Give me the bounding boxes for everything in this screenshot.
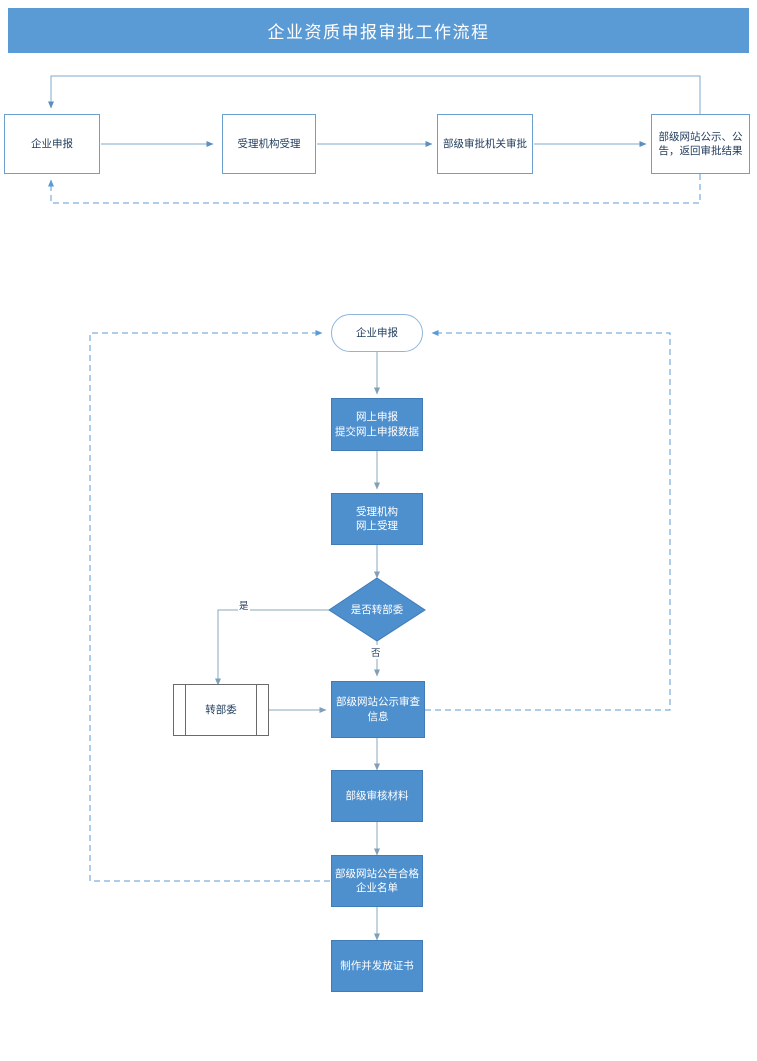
top-node-qiye-shenbao-label: 企业申报 — [31, 137, 73, 150]
top-node-shouli-jigou-shouli[interactable]: 受理机构受理 — [222, 114, 316, 174]
detail-node-zhuan-buwei-label: 转部委 — [205, 703, 237, 716]
detail-node-shouli-wangshang-line1: 受理机构 — [356, 505, 398, 518]
edge-gonggao-feedback-to-start — [89, 330, 330, 882]
edge-decision-yes-to-zhuanbuwei — [215, 609, 331, 686]
detail-node-buji-gongshi-shencha[interactable]: 部级网站公示审查 信息 — [331, 681, 425, 738]
detail-node-zhuan-buwei[interactable]: 转部委 — [173, 684, 269, 736]
top-node-buji-gongshi[interactable]: 部级网站公示、公告，返回审批结果 — [651, 114, 750, 174]
detail-node-buji-shenhe-cailiao-label: 部级审核材料 — [345, 789, 409, 802]
detail-node-buji-shenhe-cailiao[interactable]: 部级审核材料 — [331, 770, 423, 822]
detail-node-shouli-wangshang[interactable]: 受理机构 网上受理 — [331, 493, 423, 545]
edge-top-return-dashed — [48, 174, 701, 204]
top-node-qiye-shenbao[interactable]: 企业申报 — [4, 114, 100, 174]
page-title: 企业资质申报审批工作流程 — [267, 23, 490, 43]
detail-node-buji-gonggao-mingdan-line1: 部级网站公告合格 — [335, 867, 419, 880]
edge-label-no: 否 — [370, 645, 382, 659]
detail-node-start-qiye-shenbao-label: 企业申报 — [356, 326, 398, 339]
detail-node-buji-gonggao-mingdan-line2: 企业名单 — [356, 882, 398, 894]
page-title-banner: 企业资质申报审批工作流程 — [8, 8, 749, 53]
detail-node-buji-gonggao-mingdan[interactable]: 部级网站公告合格 企业名单 — [331, 855, 423, 907]
detail-node-shifou-zhuan-buwei-label: 是否转部委 — [350, 604, 404, 616]
detail-node-wangshang-shenbao-line1: 网上申报 — [356, 411, 398, 424]
top-node-shouli-jigou-shouli-label: 受理机构受理 — [237, 137, 301, 150]
top-node-buji-shenpi[interactable]: 部级审批机关审批 — [437, 114, 533, 174]
detail-node-wangshang-shenbao-line2: 提交网上申报数据 — [335, 425, 419, 438]
detail-node-buji-gongshi-shencha-line1: 部级网站公示审查 — [336, 696, 420, 709]
detail-node-zhizuo-fafang-zhengshu-label: 制作并发放证书 — [340, 959, 414, 972]
detail-node-buji-gongshi-shencha-line2: 信息 — [367, 710, 389, 723]
edge-label-yes: 是 — [238, 598, 250, 612]
top-node-buji-shenpi-label: 部级审批机关审批 — [443, 137, 527, 150]
detail-node-shouli-wangshang-line2: 网上受理 — [356, 520, 398, 532]
detail-node-start-qiye-shenbao[interactable]: 企业申报 — [331, 314, 423, 352]
edge-top-return-solid — [48, 75, 701, 114]
detail-node-wangshang-shenbao[interactable]: 网上申报 提交网上申报数据 — [331, 398, 423, 451]
top-node-buji-gongshi-label: 部级网站公示、公告，返回审批结果 — [658, 130, 743, 157]
detail-node-zhizuo-fafang-zhengshu[interactable]: 制作并发放证书 — [331, 940, 423, 992]
edge-gongshi-feedback-to-start — [425, 330, 671, 711]
detail-node-shifou-zhuan-buwei[interactable]: 是否转部委 — [329, 578, 425, 641]
